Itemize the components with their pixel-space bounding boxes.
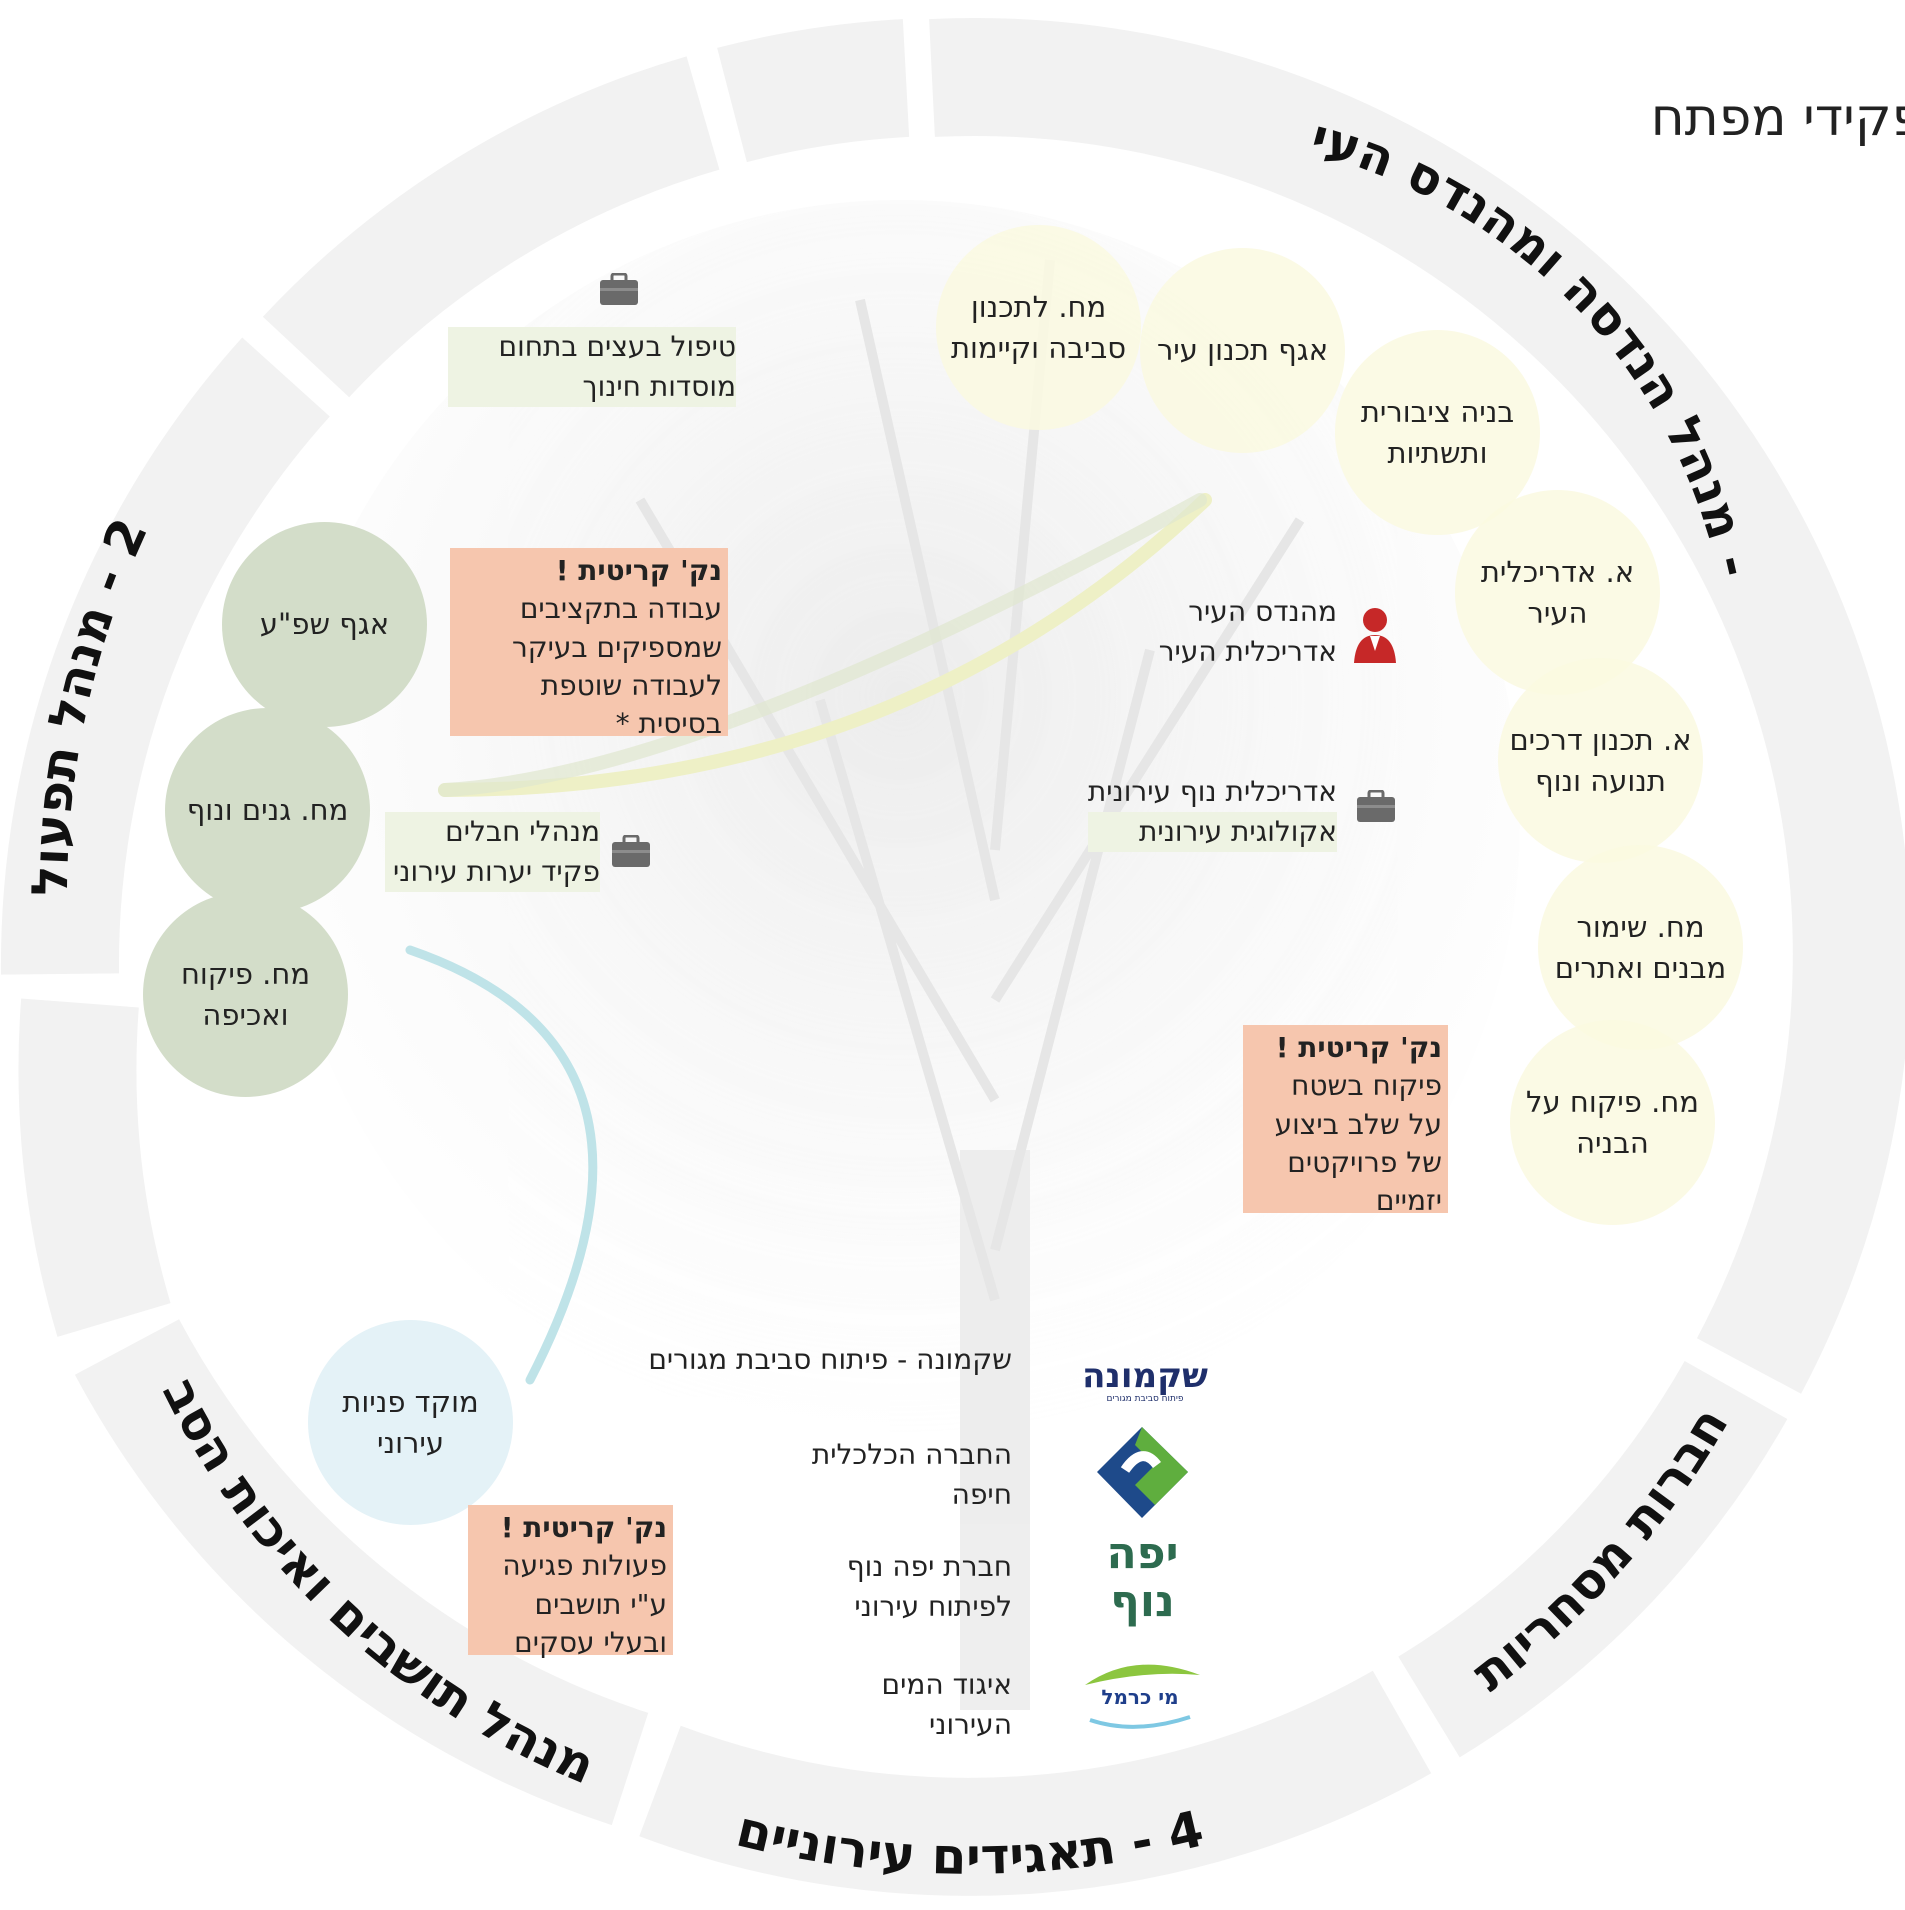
briefcase-icon xyxy=(600,273,638,305)
unit-circle-roads-landscape: א. תכנון דרכים תנועה ונוף xyxy=(1498,658,1703,863)
person-icon xyxy=(1354,608,1396,663)
unit-circle-city-planning: אגף תכנון עיר xyxy=(1140,248,1345,453)
shikmona-logo: שקמונה פיתוח סביבת מגורים xyxy=(1082,1356,1208,1404)
corporation-yefe-nof-label: חברת יפה נוף לפיתוח עירוני xyxy=(846,1550,1012,1623)
corporation-water-label: איגוד המים העירוני xyxy=(881,1668,1012,1741)
critical-point-inspection: נק' קריטית ! פיקוח בשטח על שלב ביצוע של … xyxy=(1243,1025,1448,1217)
forestry-staff-label: מנהלי חבלים פקיד יערות עירוני xyxy=(384,812,600,892)
city-engineer-label: מהנדס העיר אדריכלית העיר xyxy=(1158,595,1337,668)
corporation-economic-label: החברה הכלכלית חיפה xyxy=(811,1438,1012,1511)
unit-circle-public-building: בניה ציבורית ותשתיות xyxy=(1335,330,1540,535)
unit-circle-call-center: מוקד פניות עירוני xyxy=(308,1320,513,1525)
landscape-ecology-staff-label: אדריכלית נוף עירונית אקולוגית עירונית xyxy=(1087,772,1337,852)
haifa-economic-company-logo xyxy=(1097,1427,1188,1518)
unit-circle-gardens: מח. גנים ונוף xyxy=(165,708,370,913)
briefcase-icon xyxy=(612,835,650,867)
critical-point-damage: נק' קריטית ! פעולות פגיעה ע"י תושבים ובע… xyxy=(468,1505,673,1659)
ring-segments xyxy=(0,17,1905,1896)
connector-curve-2 xyxy=(405,945,598,1385)
education-tree-care-label: טיפול בעצים בתחום מוסדות חינוך xyxy=(448,327,736,407)
unit-circle-building-inspection: מח. פיקוח על הבניה xyxy=(1510,1020,1715,1225)
connector-curve-1b xyxy=(438,493,1207,797)
briefcase-icon xyxy=(1357,790,1395,822)
connector-curve-1 xyxy=(438,493,1212,797)
mei-carmel-wave-icon xyxy=(1085,1664,1200,1729)
unit-circle-enforcement: מח. פיקוח ואכיפה xyxy=(143,892,348,1097)
mei-carmel-logo: מי כרמל xyxy=(1075,1655,1205,1735)
unit-circle-environment: מח. לתכנון סביבה וקיימות xyxy=(936,225,1141,430)
corporation-shikmona-label: שקמונה - פיתוח סביבת מגורים xyxy=(648,1343,1012,1376)
unit-circle-public-spaces: אגף שפ"ע xyxy=(222,522,427,727)
page-title: נפקידי מפתח xyxy=(1650,88,1905,148)
critical-point-budget: נק' קריטית ! עבודה בתקציבים שמספיקים בעי… xyxy=(450,548,728,740)
yefe-nof-logo: יפה נוף xyxy=(1106,1528,1179,1627)
unit-circle-preservation: מח. שימור מבנים ואתרים xyxy=(1538,845,1743,1050)
